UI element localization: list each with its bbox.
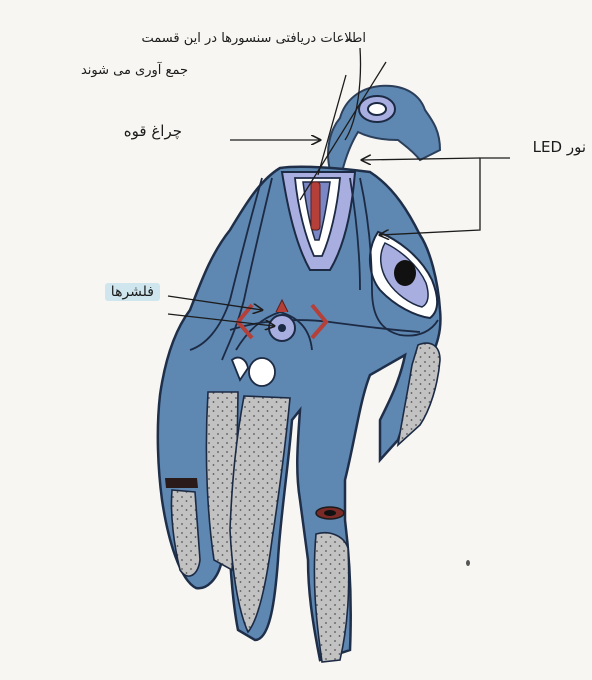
label-power-light: چراغ قوه [124,122,182,140]
label-sensor-info-line1: اطلاعات دریافتی سنسورها در این قسمت [142,30,366,48]
finger-pad-index [314,533,348,662]
power-light-bar [311,182,320,230]
led-light [394,260,416,286]
label-led-light: نور LED [533,138,586,156]
label-sensor-info-line2: جمع آوری می شوند [81,62,188,80]
label-flashers: فلشرها [105,283,160,301]
pen-mark [466,560,470,566]
finger-pad-pinky [171,490,200,576]
